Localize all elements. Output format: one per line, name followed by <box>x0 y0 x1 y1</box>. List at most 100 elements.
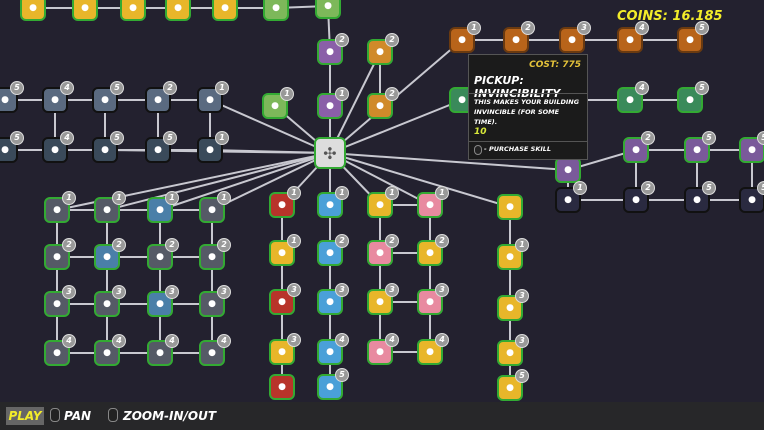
skill-node-house[interactable]: ●2 <box>503 21 535 53</box>
skill-node-grey[interactable]: ●3 <box>44 285 76 317</box>
skill-node-violet[interactable]: ●2 <box>623 131 655 163</box>
level-badge: 4 <box>60 81 74 95</box>
skill-node-yellow[interactable]: ● <box>72 0 98 21</box>
level-badge: 1 <box>62 191 76 205</box>
skill-node-violet[interactable]: ●5 <box>739 131 764 163</box>
skill-node-yellow[interactable]: ●1 <box>497 238 529 270</box>
level-badge: 1 <box>280 87 294 101</box>
skill-icon: ● <box>748 195 756 205</box>
skill-node-yellow[interactable]: ●2 <box>417 234 449 266</box>
skill-node-yellow[interactable]: ● <box>20 0 46 21</box>
skill-node-house[interactable]: ●5 <box>677 21 709 53</box>
skill-node-yellow[interactable]: ●3 <box>367 283 399 315</box>
divider <box>469 141 587 142</box>
skill-node-navy[interactable]: ●5 <box>739 181 764 213</box>
skill-link <box>329 152 431 206</box>
skill-node-sky[interactable]: ●5 <box>317 368 349 400</box>
skill-node-grey[interactable]: ●2 <box>147 238 179 270</box>
skill-node-navy[interactable]: ●2 <box>623 181 655 213</box>
skill-node-slate[interactable]: ●5 <box>145 131 177 163</box>
skill-icon: ● <box>568 35 576 45</box>
skill-node-grey[interactable]: ●2 <box>199 238 231 270</box>
skill-node-yellow[interactable]: ●1 <box>367 186 399 218</box>
skill-icon: ● <box>206 145 214 155</box>
level-badge: 1 <box>573 181 587 195</box>
level-badge: 1 <box>112 191 126 205</box>
skill-node-grey[interactable]: ●4 <box>199 334 231 366</box>
skill-node-house[interactable]: ●1 <box>449 21 481 53</box>
skill-node-steel[interactable]: ●5 <box>92 81 124 113</box>
skill-node-slate[interactable]: ●5 <box>0 131 24 163</box>
skill-node-grey[interactable]: ●4 <box>94 334 126 366</box>
skill-node-yellow[interactable]: ● <box>165 0 191 21</box>
skill-node-orange[interactable]: ●2 <box>367 87 399 119</box>
skill-node-violet[interactable]: ●5 <box>684 131 716 163</box>
skill-node-yellow[interactable]: ●4 <box>417 333 449 365</box>
skill-icon: ● <box>326 101 334 111</box>
skill-node-steel[interactable]: ●1 <box>197 81 229 113</box>
skill-node-violet[interactable]: ● <box>555 157 581 183</box>
skill-icon: ● <box>208 299 216 309</box>
skill-node-slate[interactable]: ●4 <box>42 131 74 163</box>
skill-icon: ● <box>156 205 164 215</box>
skill-node-yellow[interactable]: ● <box>497 194 523 220</box>
skill-node-sky[interactable]: ●2 <box>317 234 349 266</box>
skill-node-teal[interactable]: ●5 <box>677 81 709 113</box>
skill-node-yellow[interactable]: ● <box>212 0 238 21</box>
skill-node-grey[interactable]: ●2 <box>44 238 76 270</box>
skill-node-yellow[interactable]: ●3 <box>497 289 529 321</box>
skill-node-house[interactable]: ●3 <box>559 21 591 53</box>
skill-node-sky[interactable]: ●4 <box>317 333 349 365</box>
skill-node-blue[interactable]: ●1 <box>147 191 179 223</box>
skill-node-steel[interactable]: ●4 <box>42 81 74 113</box>
skill-node-slate[interactable]: ●1 <box>197 131 229 163</box>
skill-node-yellow[interactable]: ●3 <box>269 333 301 365</box>
level-badge: 1 <box>215 81 229 95</box>
skill-node-pink[interactable]: ●4 <box>367 333 399 365</box>
skill-node-grey[interactable]: ●1 <box>199 191 231 223</box>
skill-node-purple[interactable]: ●1 <box>317 87 349 119</box>
skill-node-red[interactable]: ●3 <box>269 283 301 315</box>
skill-node-steel[interactable]: ●5 <box>0 81 24 113</box>
skill-node-center[interactable]: ✣ <box>314 137 346 169</box>
skill-icon: ● <box>156 348 164 358</box>
skill-node-grey[interactable]: ●4 <box>147 334 179 366</box>
skill-node-blue[interactable]: ●3 <box>147 285 179 317</box>
skill-icon: ● <box>512 35 520 45</box>
skill-node-red[interactable]: ●1 <box>269 186 301 218</box>
skill-node-navy[interactable]: ●1 <box>555 181 587 213</box>
play-button[interactable]: PLAY <box>6 407 44 425</box>
level-badge: 2 <box>112 238 126 252</box>
skill-node-pink[interactable]: ●2 <box>367 234 399 266</box>
skill-node-grey[interactable]: ●3 <box>199 285 231 317</box>
skill-node-grey[interactable]: ●1 <box>44 191 76 223</box>
level-badge: 2 <box>335 234 349 248</box>
skill-node-blue[interactable]: ●2 <box>94 238 126 270</box>
skill-icon: ● <box>154 145 162 155</box>
skill-node-house[interactable]: ●4 <box>617 21 649 53</box>
skill-node-green[interactable]: ●1 <box>262 87 294 119</box>
skill-icon: ● <box>278 297 286 307</box>
skill-node-purple[interactable]: ●2 <box>317 33 349 65</box>
skill-node-steel[interactable]: ●2 <box>145 81 177 113</box>
skill-icon: ● <box>326 200 334 210</box>
skill-node-yellow[interactable]: ●3 <box>497 334 529 366</box>
skill-node-sky[interactable]: ●3 <box>317 283 349 315</box>
level-badge: 1 <box>435 186 449 200</box>
skill-node-pink[interactable]: ●3 <box>417 283 449 315</box>
skill-node-pink[interactable]: ●1 <box>417 186 449 218</box>
skill-node-yellow[interactable]: ●1 <box>269 234 301 266</box>
skill-node-orange[interactable]: ●2 <box>367 33 399 65</box>
skill-node-yellow[interactable]: ● <box>120 0 146 21</box>
skill-node-grey[interactable]: ●4 <box>44 334 76 366</box>
skill-node-slate[interactable]: ●5 <box>92 131 124 163</box>
skill-node-sky[interactable]: ●1 <box>317 186 349 218</box>
skill-node-red[interactable]: ● <box>269 374 295 400</box>
skill-node-teal[interactable]: ●4 <box>617 81 649 113</box>
skill-node-grey[interactable]: ●3 <box>94 285 126 317</box>
skill-node-grey[interactable]: ●1 <box>94 191 126 223</box>
skill-node-yellow[interactable]: ●5 <box>497 369 529 401</box>
skill-node-green[interactable]: ● <box>263 0 289 21</box>
skill-node-green[interactable]: ● <box>315 0 341 19</box>
skill-node-navy[interactable]: ●5 <box>684 181 716 213</box>
